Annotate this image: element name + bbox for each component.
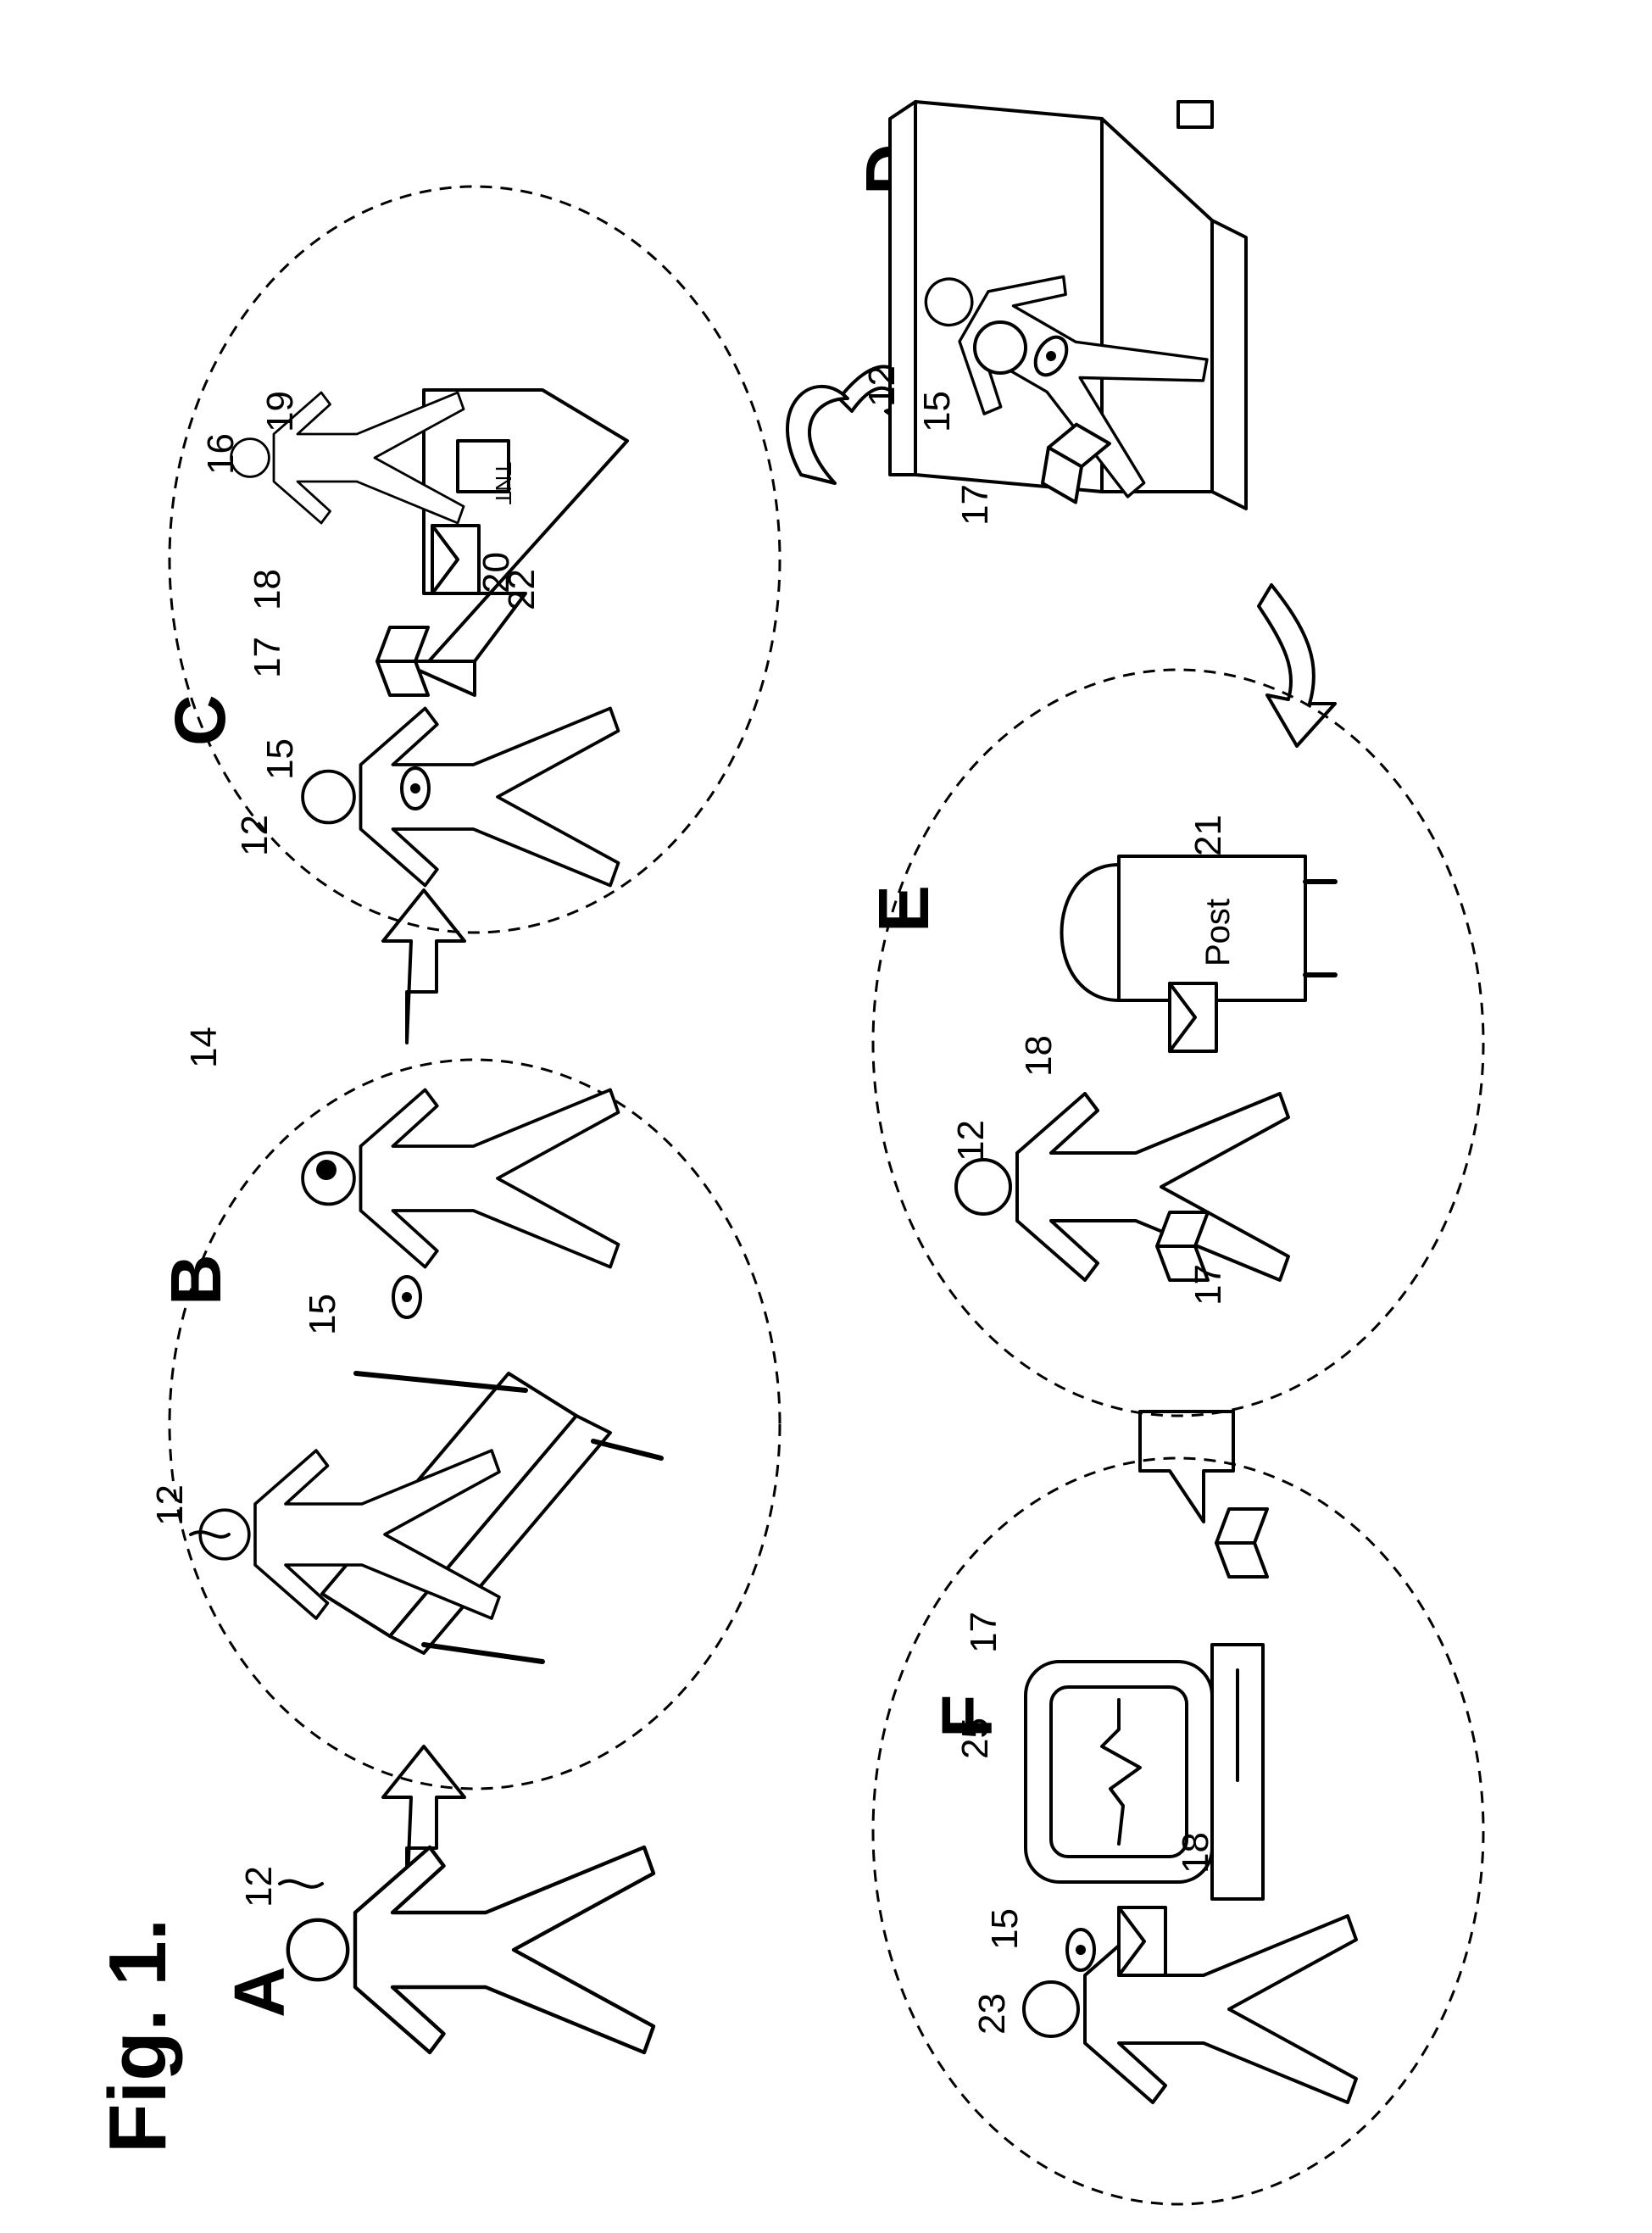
panel-e-postbox-text: Post <box>1199 899 1237 966</box>
label-f-23: 23 <box>971 1993 1013 2035</box>
label-d-15: 15 <box>916 391 958 432</box>
panel-b-clinician <box>303 1090 618 1267</box>
arrow-b-to-c <box>383 890 464 1043</box>
panel-f-envelope <box>1119 1907 1165 1975</box>
leader-a-12 <box>280 1881 322 1887</box>
panel-e-person <box>956 1094 1288 1280</box>
label-b-12: 12 <box>149 1484 191 1526</box>
label-e-17: 17 <box>1188 1264 1229 1306</box>
label-c-18: 18 <box>247 569 288 610</box>
panel-c-envelope <box>432 526 479 593</box>
label-f-15: 15 <box>984 1908 1026 1950</box>
figure-title: Fig. 1. <box>92 1918 183 2153</box>
panel-a-letter: A <box>220 1966 299 2018</box>
panel-d-moon-icon <box>787 387 848 483</box>
label-a-12: 12 <box>238 1866 280 1907</box>
label-b-14: 14 <box>183 1027 225 1068</box>
panel-e-postbox <box>1062 856 1336 1000</box>
label-c-16: 16 <box>200 433 242 475</box>
panel-c-patient <box>303 709 618 886</box>
label-c-17: 17 <box>247 637 288 678</box>
panel-c-device-icon <box>402 768 429 809</box>
panel-b-headset-icon <box>316 1160 337 1180</box>
label-c-15: 15 <box>259 738 301 780</box>
label-c-12: 12 <box>234 815 275 856</box>
panel-f-device-icon <box>1067 1930 1094 1970</box>
panel-d-smiley-head <box>975 322 1026 373</box>
label-f-17: 17 <box>963 1612 1004 1653</box>
panel-b-letter: B <box>156 1254 236 1306</box>
label-d-12: 12 <box>861 365 903 407</box>
label-c-22: 22 <box>501 569 542 610</box>
label-f-18: 18 <box>1175 1832 1216 1874</box>
label-e-21: 21 <box>1188 815 1229 856</box>
arrow-d-to-e <box>1259 585 1335 746</box>
label-c-19: 19 <box>259 391 301 432</box>
label-d-17: 17 <box>954 484 996 526</box>
panel-e-letter: E <box>864 885 943 933</box>
panel-c-sign-text: TNT <box>491 462 516 505</box>
panel-c-letter: C <box>160 694 240 746</box>
arrow-e-to-f <box>1140 1412 1233 1522</box>
panel-f-computer <box>1026 1645 1263 1899</box>
label-e-12: 12 <box>950 1120 992 1161</box>
panel-e-envelope <box>1170 983 1216 1051</box>
label-f-25: 25 <box>954 1718 996 1759</box>
label-e-18: 18 <box>1018 1035 1060 1077</box>
panel-b-device-icon <box>393 1277 420 1317</box>
panel-f-booklet <box>1216 1509 1267 1577</box>
label-b-15: 15 <box>302 1294 343 1335</box>
panel-a-person <box>288 1847 654 2052</box>
